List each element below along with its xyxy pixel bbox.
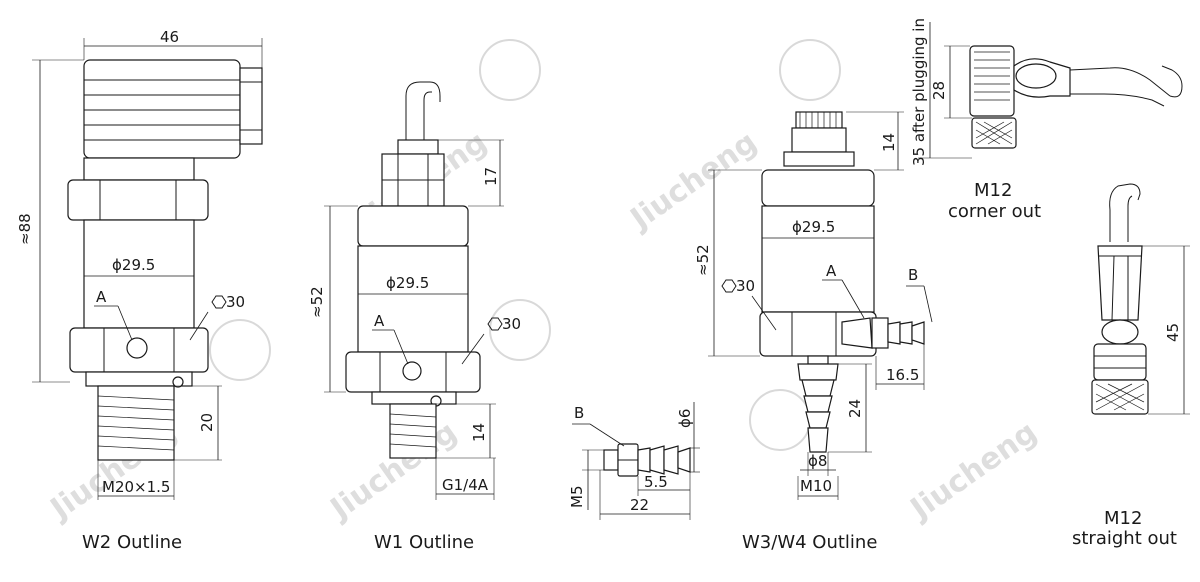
w3-hex-dim: 30 xyxy=(736,277,755,295)
m12-straight-caption-1: M12 xyxy=(1104,508,1142,529)
w1-hex-dim: 30 xyxy=(502,315,521,333)
w1-gland-dim: 17 xyxy=(482,167,500,186)
w3w4-caption: W3/W4 Outline xyxy=(742,532,877,553)
m12-straight-out: 45 M12 straight out xyxy=(1072,183,1190,549)
w3-barb-dia-dim: ϕ8 xyxy=(808,452,827,470)
w1-height-dim: ≈52 xyxy=(308,286,326,318)
w1-outline: 17 ≈52 ϕ29.5 A 30 14 G1/4A W1 Outline xyxy=(308,81,521,553)
w3-diameter-dim: ϕ29.5 xyxy=(792,218,835,236)
w3-thread-dim: M10 xyxy=(800,477,832,495)
w2-width-dim: 46 xyxy=(160,28,179,46)
m12-straight-len-dim: 45 xyxy=(1164,323,1182,342)
fitting-thread-dim: M5 xyxy=(568,486,586,509)
w3-barb-len-dim: 24 xyxy=(846,399,864,418)
w2-hex-dim: 30 xyxy=(226,293,245,311)
svg-text:Jiucheng: Jiucheng xyxy=(903,415,1044,528)
m12-plug-height-dim: 28 xyxy=(930,81,948,100)
w2-height-dim: ≈88 xyxy=(16,213,34,245)
fitting-dia-dim: ϕ6 xyxy=(676,409,694,428)
w2-thread-dim: M20×1.5 xyxy=(102,478,170,496)
w2-port-label: A xyxy=(96,288,107,306)
m12-straight-caption-2: straight out xyxy=(1072,528,1177,549)
w1-diameter-dim: ϕ29.5 xyxy=(386,274,429,292)
fitting-len1-dim: 5.5 xyxy=(644,473,668,491)
m12-after-plug-dim: 35 after plugging in xyxy=(910,18,928,166)
w2-outline: 46 ≈88 ϕ29.5 A 30 20 M20×1.5 W2 Outline xyxy=(16,28,263,553)
svg-text:Jiucheng: Jiucheng xyxy=(623,125,764,238)
fitting-b: B ϕ6 5.5 22 M5 xyxy=(568,402,700,520)
w3-port-a-label: A xyxy=(826,262,837,280)
w1-thread-dim: G1/4A xyxy=(442,476,489,494)
w3w4-outline: 14 ≈52 ϕ29.5 30 A B 16.5 24 ϕ8 xyxy=(694,111,933,553)
w3-side-len-dim: 16.5 xyxy=(886,366,919,384)
m12-corner-out: 28 35 after plugging in M12 corner out xyxy=(910,18,1183,222)
w1-thread-len-dim: 14 xyxy=(470,423,488,442)
w2-thread-len-dim: 20 xyxy=(198,413,216,432)
m12-corner-caption-2: corner out xyxy=(948,201,1041,222)
w3-port-b-label: B xyxy=(908,266,918,284)
w2-port-hole xyxy=(126,337,148,359)
w3-connector-dim: 14 xyxy=(880,133,898,152)
w1-port-label: A xyxy=(374,312,385,330)
fitting-len2-dim: 22 xyxy=(630,496,649,514)
w1-caption: W1 Outline xyxy=(374,532,474,553)
fitting-b-label: B xyxy=(574,404,584,422)
w2-caption: W2 Outline xyxy=(82,532,182,553)
m12-corner-caption-1: M12 xyxy=(974,180,1012,201)
w3-height-dim: ≈52 xyxy=(694,244,712,276)
w2-diameter-dim: ϕ29.5 xyxy=(112,256,155,274)
